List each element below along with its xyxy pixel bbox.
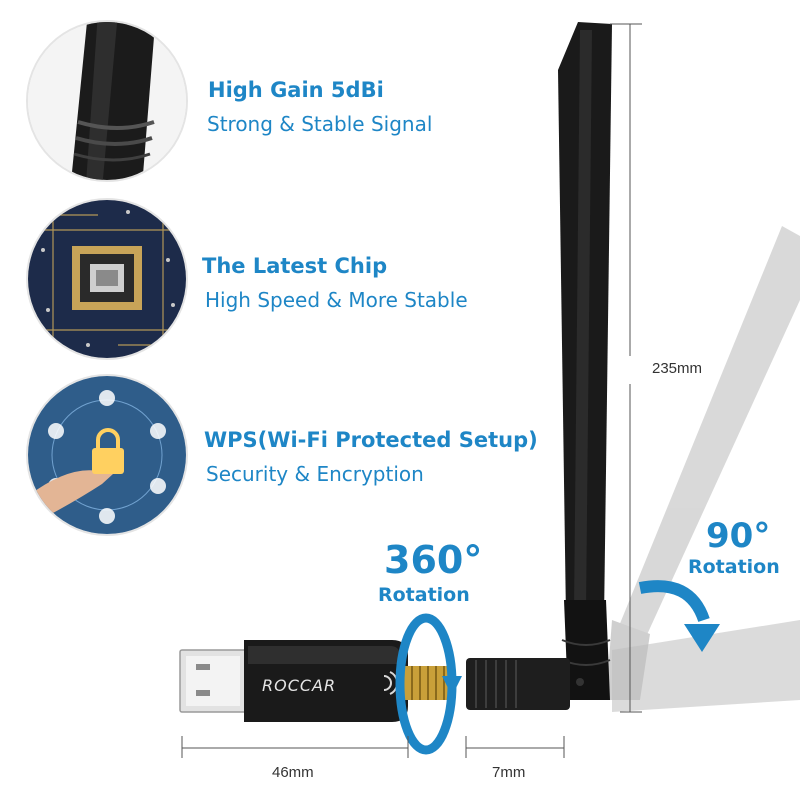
height-dimension-line [610,23,642,713]
feature-title-gain: High Gain 5dBi [208,78,384,102]
antenna-closeup-photo [26,20,188,182]
feature-subtitle-chip: High Speed & More Stable [205,288,468,312]
brand-logo: ROCCAR [262,676,337,695]
feature-subtitle-gain: Strong & Stable Signal [207,112,433,136]
gold-sma-connector [404,666,452,700]
rotation-90-angle: 90° [706,516,771,556]
connector-length-label: 7mm [492,764,526,781]
antenna-vertical [466,22,612,710]
security-lock-photo [26,374,188,536]
width-dimension-lines [181,736,565,758]
height-dimension-label: 235mm [652,360,703,377]
circuit-chip-photo [26,198,188,360]
adapter-body [244,640,408,722]
ghost-antenna-horizontal [612,620,800,712]
rotation-90-label: Rotation [688,556,780,578]
feature-title-chip: The Latest Chip [202,254,388,278]
rotation-360-arrow [395,613,462,755]
usb-plug [179,649,247,713]
body-length-label: 46mm [272,764,314,781]
rotation-90-arrow [638,580,720,652]
feature-title-wps: WPS(Wi-Fi Protected Setup) [204,428,538,452]
feature-subtitle-wps: Security & Encryption [206,462,424,486]
rotation-360-angle: 360° [384,538,483,582]
rotation-360-label: Rotation [378,584,470,606]
